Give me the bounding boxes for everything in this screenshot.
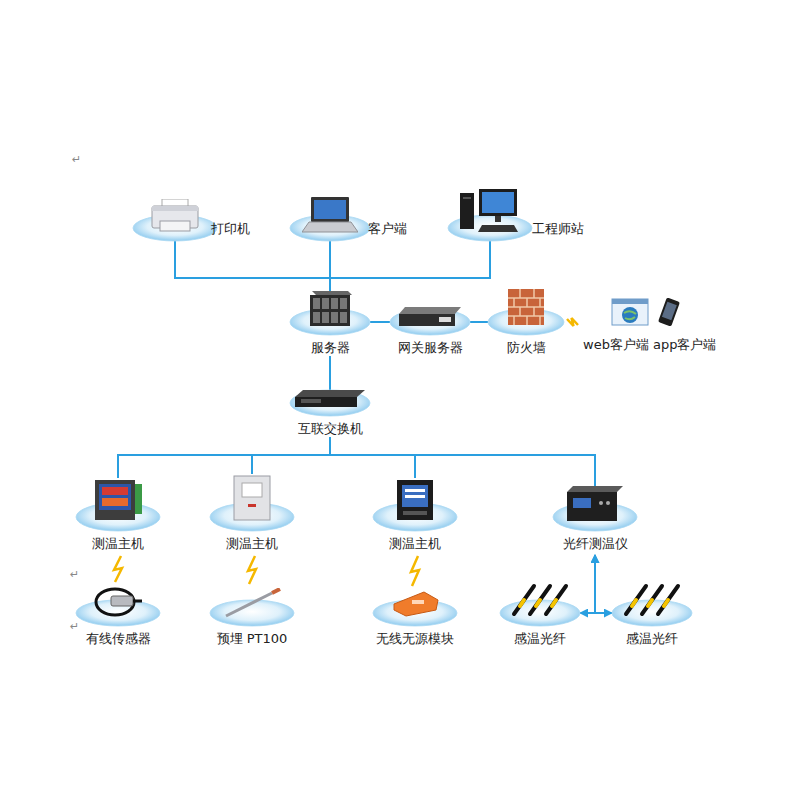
device-icon <box>626 586 678 614</box>
wireless-link <box>411 556 419 586</box>
connector-line <box>330 241 490 291</box>
wireless-link <box>567 318 578 326</box>
network-node: 感温光纤 <box>500 582 580 647</box>
node-label: 测温主机 <box>92 535 144 552</box>
return-mark: ↵ <box>70 620 79 633</box>
node-label: 光纤测温仪 <box>563 535 628 552</box>
node-label-group: 测温主机 <box>226 535 278 552</box>
node-label-group: 测温主机 <box>92 535 144 552</box>
node-label: 感温光纤 <box>514 630 566 647</box>
node-label-group: 网关服务器 <box>398 339 463 356</box>
node-label-group: 服务器 <box>311 339 350 356</box>
node-label: 测温主机 <box>226 535 278 552</box>
platform-ellipse <box>290 390 370 416</box>
network-node: 工程师站 <box>448 189 586 241</box>
device-icon <box>394 592 438 616</box>
network-node: 测温主机 <box>373 478 457 552</box>
device-icon <box>96 589 142 615</box>
connector-line <box>175 241 330 291</box>
node-label-group: 预埋 PT100 <box>217 630 288 647</box>
node-label-group: 感温光纤 <box>626 630 678 647</box>
device-icon <box>612 297 680 326</box>
node-label-group: 工程师站 <box>532 220 584 237</box>
device-icon <box>226 589 280 616</box>
device-icon <box>460 189 518 232</box>
node-label-group: 测温主机 <box>389 535 441 552</box>
node-label-group: web客户端 app客户端 <box>583 336 717 353</box>
return-mark: ↵ <box>70 568 79 581</box>
network-node: web客户端 app客户端 <box>581 297 719 353</box>
device-icon <box>152 199 198 231</box>
node-label: 感温光纤 <box>626 630 678 647</box>
node-label: 互联交换机 <box>298 420 363 437</box>
platform-ellipse <box>612 600 692 626</box>
network-node: 客户端 <box>290 197 409 241</box>
device-icon <box>295 390 365 407</box>
device-icon <box>514 586 566 614</box>
connector-line <box>330 437 415 478</box>
network-node: 测温主机 <box>210 474 294 552</box>
node-label-group: 打印机 <box>211 220 250 237</box>
node-label: 预埋 PT100 <box>217 630 288 647</box>
node-label: 测温主机 <box>389 535 441 552</box>
node-label-group: 感温光纤 <box>514 630 566 647</box>
node-label-group: 无线无源模块 <box>376 630 454 647</box>
node-label: 客户端 <box>368 220 407 237</box>
network-node: 互联交换机 <box>290 390 370 437</box>
node-label: 防火墙 <box>507 339 546 356</box>
connector-line <box>118 437 330 478</box>
network-node: 感温光纤 <box>612 582 692 647</box>
connector-line <box>252 437 330 474</box>
device-icon <box>302 197 358 232</box>
node-label: 工程师站 <box>532 220 584 237</box>
network-node: 防火墙 <box>488 287 564 356</box>
device-icon <box>508 289 544 325</box>
connector-line <box>330 437 595 486</box>
node-label-group: 互联交换机 <box>298 420 363 437</box>
network-node: 预埋 PT100 <box>210 588 294 647</box>
network-node: 光纤测温仪 <box>553 486 637 552</box>
connector-line <box>595 555 612 613</box>
device-icon <box>95 480 142 520</box>
node-label-group: 防火墙 <box>507 339 546 356</box>
node-label: 打印机 <box>211 220 250 237</box>
connector-line <box>580 555 595 613</box>
return-mark: ↵ <box>72 153 81 166</box>
connector-line <box>370 321 390 323</box>
network-node: 网关服务器 <box>390 307 470 356</box>
node-label: 网关服务器 <box>398 339 463 356</box>
network-node: 服务器 <box>290 291 370 356</box>
device-icon <box>234 476 270 520</box>
device-icon <box>310 291 352 326</box>
node-label: 无线无源模块 <box>376 630 454 647</box>
device-icon <box>399 307 461 326</box>
device-icon <box>567 486 623 521</box>
platform-ellipse <box>500 600 580 626</box>
node-label: web客户端 app客户端 <box>583 336 717 353</box>
device-icon <box>397 480 433 520</box>
network-node: 有线传感器 <box>76 586 160 647</box>
network-node: 测温主机 <box>76 478 160 552</box>
wireless-link <box>114 556 122 582</box>
node-label: 有线传感器 <box>86 630 151 647</box>
network-node: 无线无源模块 <box>373 590 457 647</box>
network-node: 打印机 <box>133 199 252 241</box>
node-label-group: 光纤测温仪 <box>563 535 628 552</box>
node-label: 服务器 <box>311 339 350 356</box>
wireless-link <box>248 556 256 584</box>
connector-line <box>470 321 488 323</box>
connector-line <box>329 356 331 390</box>
node-label-group: 客户端 <box>368 220 407 237</box>
node-label-group: 有线传感器 <box>86 630 151 647</box>
